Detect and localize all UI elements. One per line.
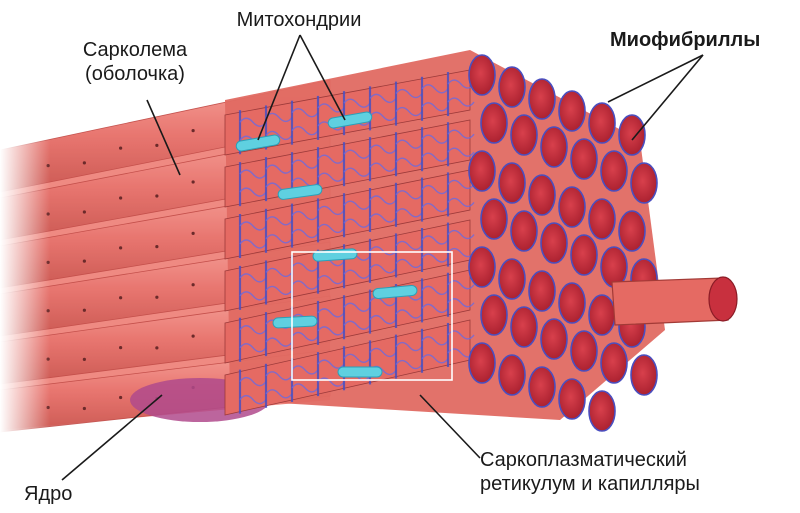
label-nucleus: Ядро [24,483,73,505]
label-sarcolemma: Сарколема (оболочка) [50,38,220,86]
pointer-lines [61,34,704,481]
highlight-box [291,251,453,381]
label-sarcolemma-line1: Сарколема [82,39,188,61]
label-sarcoplasmic-reticulum: Саркоплазматический ретикулум и капилляр… [480,448,700,496]
label-sarcolemma-line2: (оболочка) [85,63,185,85]
myofibril-bundle [224,50,665,432]
single-myofibril [611,276,738,326]
label-sr-line2: ретикулум и капилляры [480,473,700,495]
label-sr-line1: Саркоплазматический [480,449,687,471]
label-myofibrils: Миофибриллы [610,29,761,51]
label-mitochondria: Митохондрии [236,9,362,31]
